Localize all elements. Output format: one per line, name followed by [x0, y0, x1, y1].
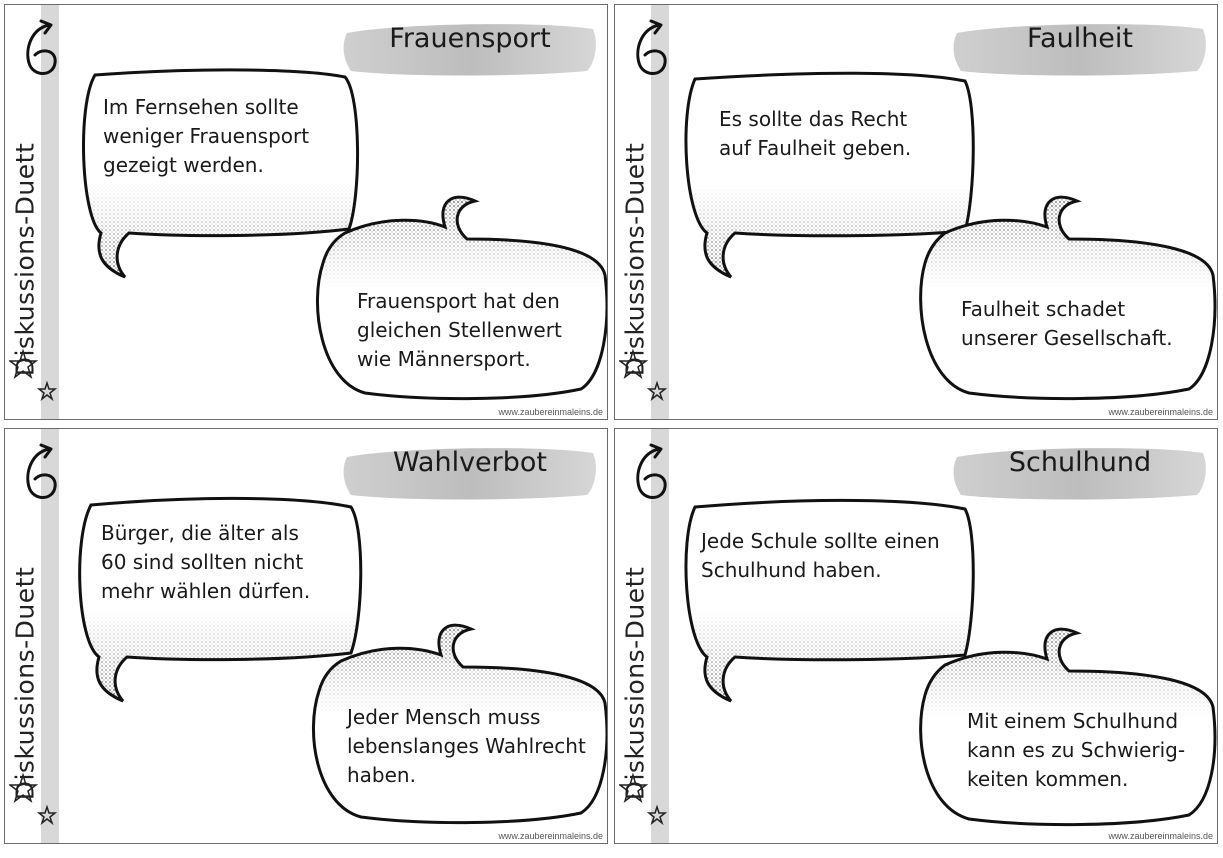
curved-arrow-icon: [636, 443, 667, 499]
discussion-card-frauensport: Diskussions-Duett Frauensport Im Fernseh…: [4, 4, 608, 420]
curved-arrow-icon: [26, 443, 57, 499]
title-brush-stroke: [953, 24, 1206, 76]
stars-icon: [9, 773, 58, 826]
side-strip: [651, 5, 669, 419]
speech-bubbles: [78, 496, 607, 825]
side-strip: [41, 429, 59, 843]
stars-icon: [619, 349, 668, 402]
response-text: Faulheit schadet unserer Gesellschaft.: [961, 297, 1173, 350]
title-brush-stroke: [343, 448, 596, 500]
stars-icon: [9, 349, 58, 402]
stars-icon: [619, 773, 668, 826]
footer-url: www.zaubereinmaleins.de: [1108, 407, 1213, 417]
side-strip: [651, 429, 669, 843]
footer-url: www.zaubereinmaleins.de: [498, 831, 603, 841]
side-strip: [41, 5, 59, 419]
response-text: Jeder Mensch muss lebenslanges Wahlrecht…: [347, 705, 586, 787]
title-brush-stroke: [953, 448, 1206, 500]
card-title: Frauensport: [389, 23, 551, 54]
curved-arrow-icon: [636, 19, 667, 75]
speech-bubbles: [684, 498, 1217, 827]
response-text: Mit einem Schulhund kann es zu Schwierig…: [967, 709, 1186, 791]
curved-arrow-icon: [26, 19, 57, 75]
statement-text: Im Fernsehen sollte weniger Frauensport …: [103, 95, 310, 177]
statement-text: Es sollte das Recht auf Faulheit geben.: [719, 107, 912, 160]
statement-text: Jede Schule sollte einen Schulhund haben…: [701, 529, 940, 582]
card-title: Wahlverbot: [392, 447, 548, 478]
card-title: Schulhund: [1008, 447, 1152, 478]
discussion-card-wahlverbot: Diskussions-Duett Wahlverbot Bürger, die…: [4, 428, 608, 844]
footer-url: www.zaubereinmaleins.de: [1108, 831, 1213, 841]
card-title: Faulheit: [1026, 23, 1134, 54]
speech-bubbles: [82, 68, 607, 401]
discussion-card-faulheit: Diskussions-Duett Faulheit Es sollte das…: [614, 4, 1218, 420]
statement-text: Bürger, die älter als 60 sind sollten ni…: [101, 521, 311, 603]
title-brush-stroke: [343, 24, 596, 76]
response-text: Frauensport hat den gleichen Stellenwert…: [357, 289, 562, 371]
speech-bubbles: [684, 71, 1217, 401]
discussion-card-schulhund: Diskussions-Duett Schulhund Jede Schule …: [614, 428, 1218, 844]
footer-url: www.zaubereinmaleins.de: [498, 407, 603, 417]
